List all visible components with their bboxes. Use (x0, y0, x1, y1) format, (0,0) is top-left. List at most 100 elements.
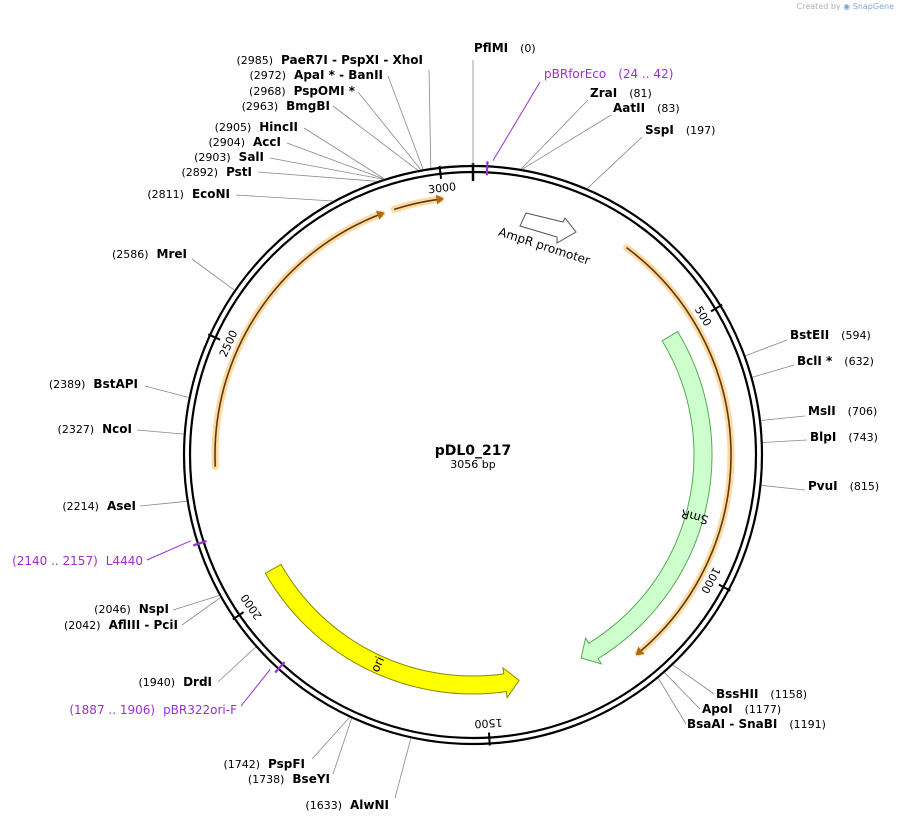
site-position: (594) (841, 329, 871, 342)
site-position: (1940) (138, 676, 175, 689)
site-label-blpi: BlpI(743) (810, 430, 878, 444)
site-position: (1633) (305, 799, 342, 812)
leader-line (657, 677, 687, 725)
leader-line (269, 157, 384, 180)
site-position: (2586) (112, 248, 149, 261)
primer-name: L4440 (106, 554, 143, 568)
leader-line (522, 114, 612, 170)
site-name: ApaI * - BanII (294, 68, 383, 82)
feature-label-ori: ori (368, 654, 387, 674)
site-name: ZraI (590, 86, 617, 100)
site-label-asei: (2214)AseI (62, 499, 136, 513)
site-position: (632) (844, 355, 874, 368)
tick-mark (718, 583, 731, 592)
site-position: (2389) (49, 378, 86, 391)
primer-label-pbrforeco: pBRforEco(24 .. 42) (544, 67, 673, 81)
label-leader-lines (136, 60, 808, 799)
site-label-bsaai-snabi: BsaAI - SnaBI (1191) (687, 717, 826, 731)
site-name: BstEII (790, 328, 829, 342)
site-label-alwni: (1633) AlwNI (305, 798, 389, 812)
site-label-pspomi: (2968)PspOMI * (249, 84, 356, 98)
site-label-psti: (2892)PstI (181, 165, 252, 179)
site-position: (2985) (236, 54, 273, 67)
tick-mark (207, 333, 221, 341)
primer-range: (1887 .. 1906) (69, 703, 155, 717)
orf-halo (211, 210, 386, 471)
site-name: NcoI (102, 422, 132, 436)
site-label-aatii: AatII(83) (613, 101, 680, 115)
site-label-pvui: PvuI(815) (808, 479, 879, 493)
orf-arc (214, 212, 382, 467)
site-name: DrdI (183, 675, 212, 689)
site-position: (2972) (249, 69, 286, 82)
site-label-bsshii: BssHII(1158) (716, 687, 807, 701)
site-name: MslI (808, 404, 836, 418)
credit-prefix: Created by (796, 2, 841, 11)
site-name: AflIII - PciI (109, 618, 178, 632)
site-position: (2903) (194, 151, 231, 164)
credit-brand: SnapGene (852, 2, 894, 11)
leader-line (286, 142, 384, 180)
orf-arc (626, 247, 732, 654)
site-label-econi: (2811) EcoNI (147, 187, 230, 201)
site-name: ApoI (702, 702, 733, 716)
site-name: PaeR7I - PspXI - XhoI (281, 53, 423, 67)
site-name: SalI (239, 150, 264, 164)
leader-line (664, 672, 701, 710)
primer-mark (192, 540, 207, 547)
leader-line (172, 595, 220, 611)
site-position: (2811) (147, 188, 184, 201)
site-name: BstAPI (93, 377, 138, 391)
site-position: (1738) (248, 773, 285, 786)
site-position: (706) (848, 405, 878, 418)
primer-range: (2140 .. 2157) (12, 554, 98, 568)
center-label: pDL0_217 3056 bp (435, 443, 512, 471)
site-label-apoi: ApoI(1177) (702, 702, 781, 716)
feature-amp-promoter (519, 212, 577, 244)
leader-line (387, 75, 424, 170)
site-name: PspOMI * (294, 84, 356, 98)
site-name: EcoNI (192, 187, 230, 201)
leader-line (745, 339, 788, 357)
snapgene-logo: ◉ SnapGene (843, 2, 894, 11)
leader-line (762, 439, 808, 443)
leader-line (394, 738, 412, 799)
site-position: (2963) (242, 100, 279, 113)
leader-line (587, 136, 643, 189)
orf-arrowhead (375, 210, 385, 220)
site-position: (1158) (770, 688, 807, 701)
site-label-acci: (2904)AccI (208, 135, 281, 149)
site-label-nspi: (2046)NspI (94, 602, 169, 616)
orf-arrowhead (635, 646, 645, 656)
primer-name: pBR322ori-F (163, 703, 237, 717)
feature-ori (264, 563, 520, 699)
leader-line (181, 597, 221, 626)
leader-line (311, 717, 350, 760)
site-position: (815) (850, 480, 880, 493)
leader-line (144, 385, 189, 398)
site-position: (83) (657, 102, 680, 115)
plasmid-name: pDL0_217 (435, 443, 512, 459)
site-name: SspI (645, 123, 674, 137)
primer-leader (146, 540, 191, 561)
primer-label-pbr322ori-f: (1887 .. 1906) pBR322ori-F (69, 703, 237, 717)
tick-mark (438, 165, 443, 179)
site-label-bseyi: (1738) BseYI (248, 772, 330, 786)
site-label-sspi: SspI(197) (645, 123, 715, 137)
site-position: (1191) (789, 718, 826, 731)
leader-line (332, 105, 419, 171)
site-name: AccI (253, 135, 281, 149)
orf-arcs (211, 194, 735, 657)
site-position: (743) (848, 431, 878, 444)
snapgene-credit: Created by ◉ SnapGene (797, 2, 894, 11)
site-label-afliii-pcii: (2042)AflIII - PciI (64, 618, 178, 632)
orf-arrowhead (435, 194, 444, 205)
primer-leader (240, 668, 271, 707)
site-position: (2327) (58, 423, 95, 436)
leader-line (191, 258, 235, 291)
site-label-drdi: (1940) DrdI (138, 675, 212, 689)
site-name: BsaAI - SnaBI (687, 717, 777, 731)
site-name: AlwNI (350, 798, 389, 812)
site-name: BseYI (292, 772, 330, 786)
